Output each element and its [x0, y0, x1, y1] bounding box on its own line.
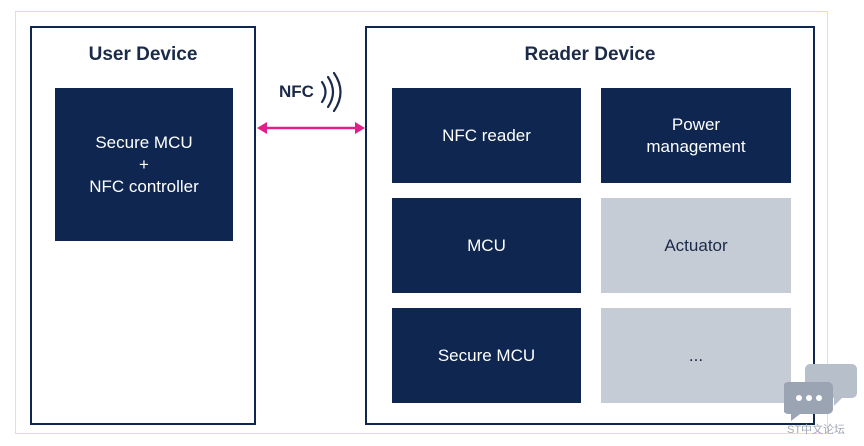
- actuator-label: Actuator: [664, 235, 728, 255]
- block-line-1: Secure MCU: [95, 132, 193, 152]
- block-line-3: NFC controller: [89, 176, 199, 196]
- secure-mcu-nfc-controller-block: Secure MCU + NFC controller: [55, 88, 233, 241]
- ellipsis-label: ...: [688, 345, 704, 365]
- user-device-box: User Device Secure MCU + NFC controller: [30, 26, 256, 425]
- power-management-block: Power management: [601, 88, 791, 183]
- power-management-line-2: management: [646, 136, 746, 156]
- nfc-label: NFC: [279, 82, 314, 101]
- forum-chat-icon: [784, 364, 857, 421]
- mcu-block: MCU: [392, 198, 581, 293]
- mcu-label: MCU: [467, 235, 506, 255]
- block-line-2: +: [139, 154, 149, 174]
- diagram-frame: [15, 11, 828, 434]
- nfc-link-arrow: [257, 122, 365, 134]
- forum-watermark-text: ST中文论坛: [787, 424, 846, 436]
- secure-mcu-label: Secure MCU: [437, 345, 536, 365]
- power-management-line-1: Power: [671, 114, 721, 134]
- reader-device-title: Reader Device: [524, 44, 656, 65]
- actuator-block: Actuator: [601, 198, 791, 293]
- nfc-reader-label: NFC reader: [442, 125, 531, 145]
- ellipsis-block: ...: [601, 308, 791, 403]
- nfc-wave-icon: [320, 72, 342, 112]
- secure-mcu-block: Secure MCU: [392, 308, 581, 403]
- user-device-title: User Device: [88, 44, 198, 65]
- nfc-reader-block: NFC reader: [392, 88, 581, 183]
- reader-device-box: Reader Device NFC reader Power managemen…: [365, 26, 815, 425]
